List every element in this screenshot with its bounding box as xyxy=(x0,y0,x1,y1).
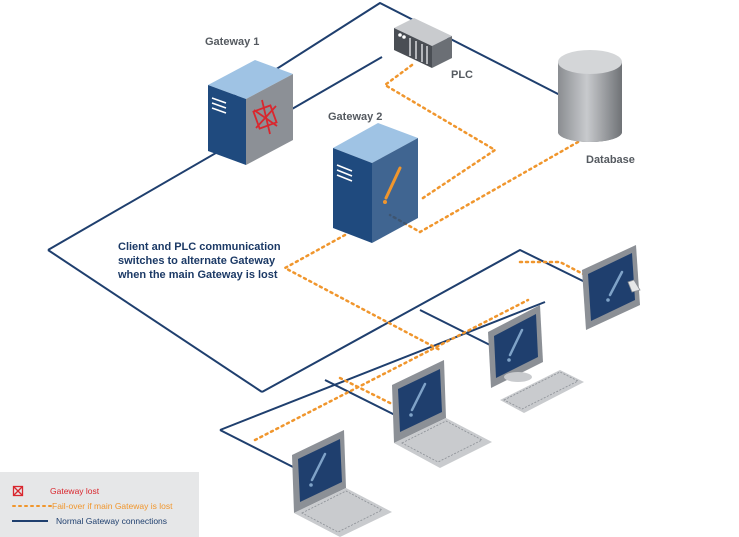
backbone-left xyxy=(47,249,263,393)
legend-gateway-lost-label: Gateway lost xyxy=(50,486,100,496)
failover-plc-gateway2 xyxy=(382,63,498,202)
failover-gateway2-clients xyxy=(282,233,442,352)
legend-row-failover: Fail-over if main Gateway is lost xyxy=(12,499,172,513)
failover-note: Client and PLC communication switches to… xyxy=(118,240,298,282)
legend-row-normal: Normal Gateway connections xyxy=(12,514,167,528)
gateway-1-label: Gateway 1 xyxy=(205,36,260,48)
laptop-client-2 xyxy=(392,360,492,468)
broken-x-icon xyxy=(252,99,278,135)
client-bus-drop xyxy=(219,429,296,469)
laptop-client-1 xyxy=(292,430,392,537)
failover-database-gateway2 xyxy=(388,140,580,234)
client-link-desktop xyxy=(419,309,491,346)
failover-client-bus xyxy=(253,298,530,442)
legend-normal-label: Normal Gateway connections xyxy=(56,516,168,526)
client-bus-lower xyxy=(219,301,546,431)
failover-monitor xyxy=(518,260,587,277)
plc-label: PLC xyxy=(451,69,473,81)
legend: Gateway lost Fail-over if main Gateway i… xyxy=(0,472,199,537)
failover-note-line-2: switches to alternate Gateway xyxy=(118,255,276,267)
database-cylinder xyxy=(558,50,622,142)
dotted-line-swatch xyxy=(12,505,52,507)
legend-row-gateway-lost: Gateway lost xyxy=(12,484,99,498)
failover-laptop2 xyxy=(338,376,394,406)
plc-device xyxy=(394,18,452,68)
legend-failover-label: Fail-over if main Gateway is lost xyxy=(52,501,173,511)
check-icon xyxy=(383,166,402,204)
database-label: Database xyxy=(586,154,635,166)
desktop-client xyxy=(488,305,584,413)
solid-line-swatch xyxy=(12,520,48,522)
broken-x-icon xyxy=(12,485,24,497)
client-link-laptop2 xyxy=(324,379,396,416)
gateway-2-label: Gateway 2 xyxy=(328,111,383,123)
touch-monitor-client xyxy=(582,245,641,330)
gateway-2-server xyxy=(333,123,418,243)
client-bus-upper xyxy=(261,249,586,393)
gateway-1-server xyxy=(208,60,293,165)
failover-note-line-1: Client and PLC communication xyxy=(118,241,281,253)
failover-note-line-3: when the main Gateway is lost xyxy=(118,269,278,281)
